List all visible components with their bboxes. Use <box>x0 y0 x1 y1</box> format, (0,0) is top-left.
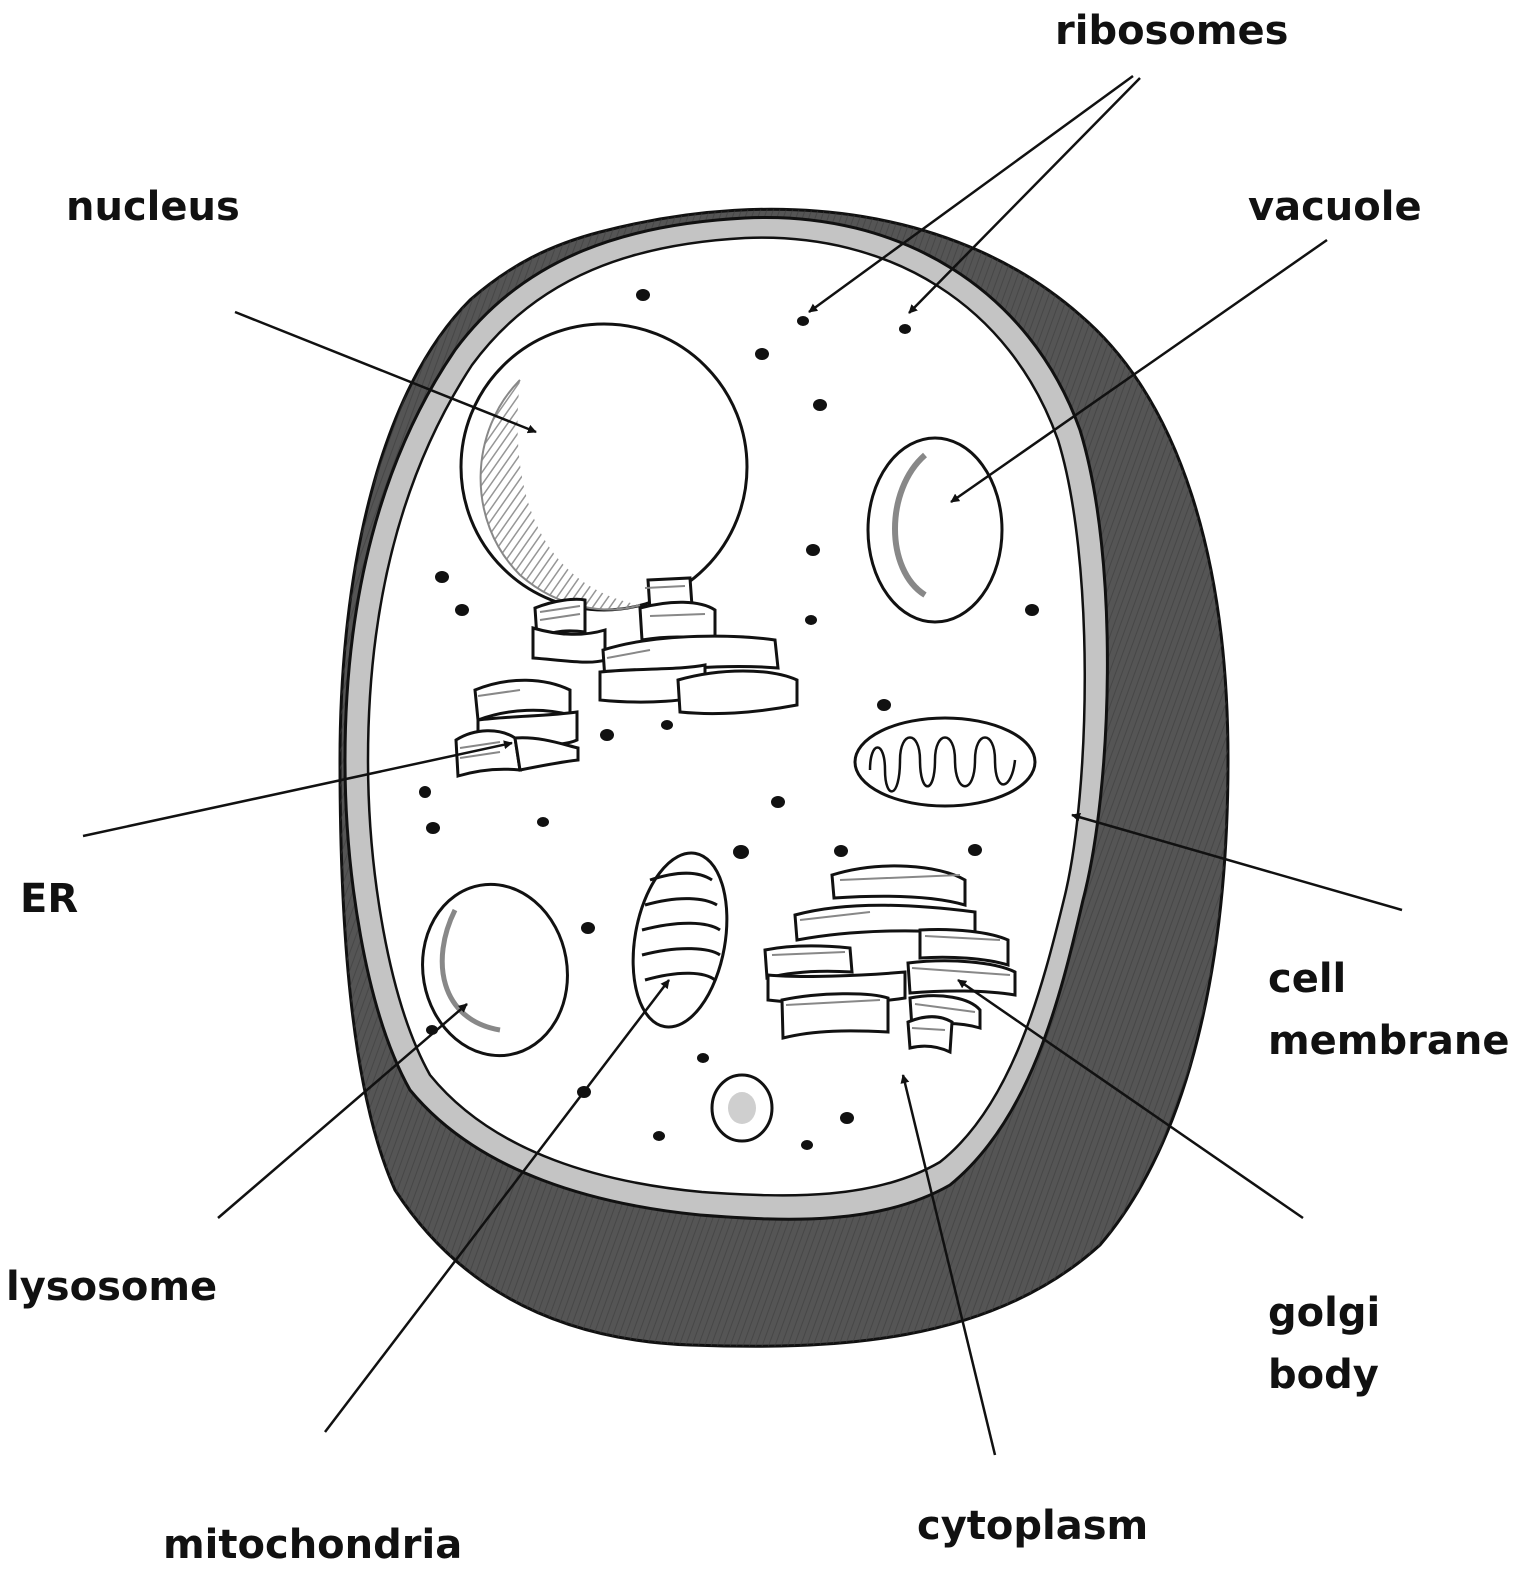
label-cell-membrane: cell membrane <box>1268 948 1509 1072</box>
label-mitochondria: mitochondria <box>163 1514 462 1576</box>
label-er: ER <box>20 868 78 930</box>
label-vacuole: vacuole <box>1248 176 1422 238</box>
label-ribosomes: ribosomes <box>1055 0 1288 62</box>
label-lysosome: lysosome <box>6 1256 217 1318</box>
vacuole <box>868 438 1002 622</box>
label-golgi-body: golgi body <box>1268 1282 1380 1406</box>
nucleus <box>461 324 747 610</box>
label-nucleus: nucleus <box>66 176 240 238</box>
vesicle <box>712 1075 772 1141</box>
mitochondrion-right <box>855 718 1035 806</box>
label-cytoplasm: cytoplasm <box>917 1495 1148 1557</box>
